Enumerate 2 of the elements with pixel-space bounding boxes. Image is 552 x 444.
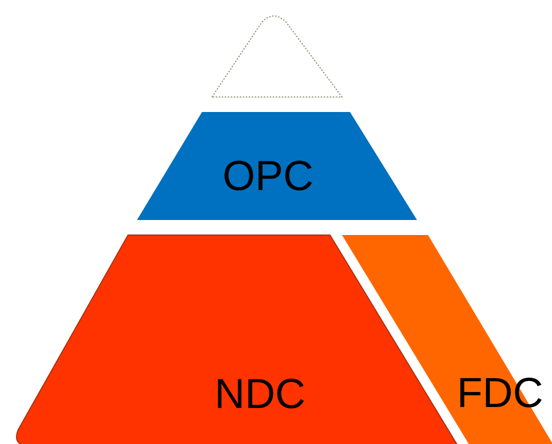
tier-label: NDC (214, 373, 306, 415)
tier-label: OPC (222, 155, 314, 197)
